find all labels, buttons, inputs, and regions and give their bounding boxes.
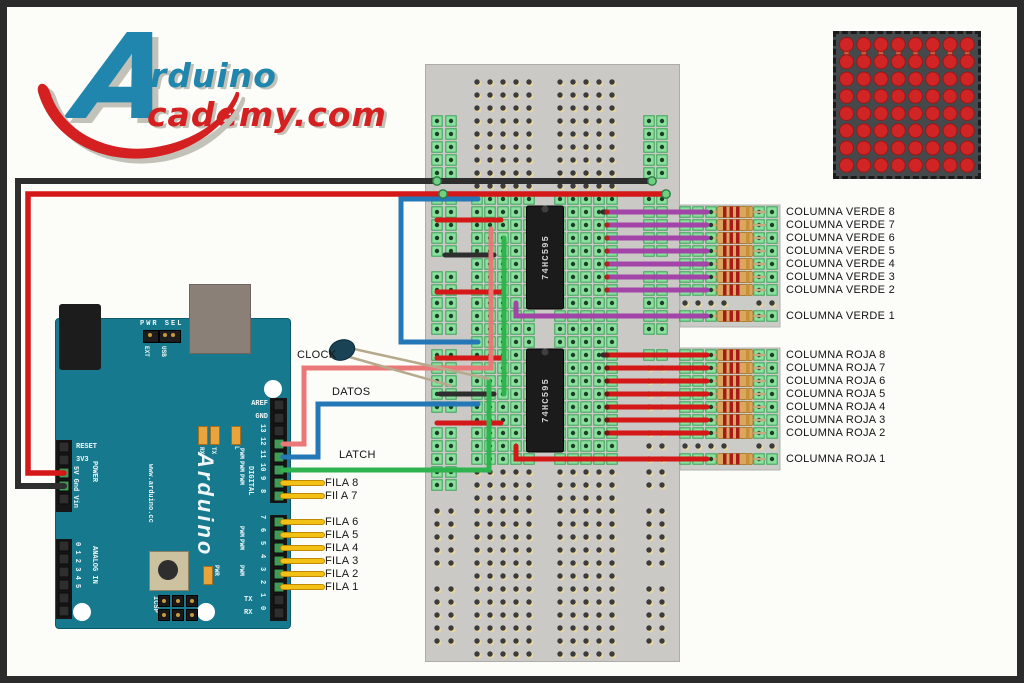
reset-button[interactable] xyxy=(149,551,189,591)
label-columna-roja-2: COLUMNA ROJA 2 xyxy=(786,427,886,439)
pin-label-3v3: 3V3 xyxy=(76,456,89,464)
mounting-hole xyxy=(197,603,215,621)
label-datos: DATOS xyxy=(332,386,371,398)
pwr-sel-jumper-ext[interactable] xyxy=(143,330,159,343)
logo-word-arduino: rduino xyxy=(150,56,277,95)
label-latch: LATCH xyxy=(339,449,376,461)
digital-pin-label-8: 8 xyxy=(258,489,266,494)
pwm-label-10: PWM xyxy=(238,461,245,472)
pin-labels-power: 5V Gnd Vin xyxy=(71,466,79,509)
digital-pin-label-2: 2 xyxy=(258,580,266,585)
label-fila-2: FILA 2 xyxy=(325,568,359,580)
icsp-label: ICSP xyxy=(151,596,159,613)
label-columna-verde-2: COLUMNA VERDE 2 xyxy=(786,284,896,296)
label-fila-4: FILA 4 xyxy=(325,542,359,554)
pwm-label-5: PWM xyxy=(238,539,245,550)
digital-pin-label-1: 1 xyxy=(258,593,266,598)
site-label: www.arduino.cc xyxy=(146,464,154,523)
label-columna-verde-7: COLUMNA VERDE 7 xyxy=(786,219,896,231)
arduino-brand: Arduino xyxy=(193,452,218,558)
pwm-label-9: PWM xyxy=(238,474,245,485)
reset-button-cap xyxy=(158,560,178,580)
digital-pin-label-7: 7 xyxy=(258,515,266,520)
digital-pin-label-5: 5 xyxy=(258,541,266,546)
section-analog-in: ANALOG IN xyxy=(90,546,98,584)
digital-pin-label-12: 12 xyxy=(258,437,266,446)
tx-led xyxy=(210,426,220,445)
section-power: POWER xyxy=(90,461,98,483)
label-clock: CLOCK xyxy=(297,349,337,361)
label-fila-8: FILA 8 xyxy=(325,477,359,489)
digital-pin-label-13: 13 xyxy=(258,424,266,433)
pin-label-rx: RX xyxy=(244,609,253,617)
label-fila-6: FILA 6 xyxy=(325,516,359,528)
label-columna-verde-6: COLUMNA VERDE 6 xyxy=(786,232,896,244)
mounting-hole xyxy=(73,603,91,621)
usb-port xyxy=(189,284,251,354)
breadboard[interactable] xyxy=(425,64,680,662)
label-columna-verde-8: COLUMNA VERDE 8 xyxy=(786,206,896,218)
pwr-led-label: PWR xyxy=(213,565,220,576)
pin-labels-analog: 0 1 2 3 4 5 xyxy=(73,542,81,589)
label-columna-roja-1: COLUMNA ROJA 1 xyxy=(786,453,886,465)
pwr-sel-jumper-usb[interactable] xyxy=(159,330,181,343)
label-fila-7: FIl A 7 xyxy=(325,490,358,502)
section-digital: DIGITAL xyxy=(246,466,254,496)
logo-word-academy: cademy.com xyxy=(147,95,387,134)
digital-pin-label-11: 11 xyxy=(258,450,266,459)
label-columna-verde-5: COLUMNA VERDE 5 xyxy=(786,245,896,257)
pwr-sel-usb-label: USB xyxy=(160,346,167,357)
pwm-label-11: PWM xyxy=(238,448,245,459)
label-fila-5: FILA 5 xyxy=(325,529,359,541)
label-columna-roja-8: COLUMNA ROJA 8 xyxy=(786,349,886,361)
pwr-sel-label: PWR SEL xyxy=(140,320,184,328)
pwm-label-3: PWM xyxy=(238,565,245,576)
led-matrix[interactable] xyxy=(833,31,981,179)
pwr-led xyxy=(203,566,213,585)
pin-label-tx: TX xyxy=(244,596,253,604)
mounting-hole xyxy=(264,380,282,398)
digital-pin-label-3: 3 xyxy=(258,567,266,572)
label-columna-verde-4: COLUMNA VERDE 4 xyxy=(786,258,896,270)
pin-label-aref: AREF xyxy=(251,400,268,408)
digital-pin-label-9: 9 xyxy=(258,476,266,481)
label-columna-verde-1: COLUMNA VERDE 1 xyxy=(786,310,896,322)
rx-led xyxy=(198,426,208,445)
label-columna-roja-3: COLUMNA ROJA 3 xyxy=(786,414,886,426)
digital-pin-label-10: 10 xyxy=(258,463,266,472)
digital-pin-label-4: 4 xyxy=(258,554,266,559)
pin-label-reset: RESET xyxy=(76,443,98,451)
label-columna-verde-3: COLUMNA VERDE 3 xyxy=(786,271,896,283)
pwr-sel-ext-label: EXT xyxy=(143,346,150,357)
label-columna-roja-5: COLUMNA ROJA 5 xyxy=(786,388,886,400)
label-fila-3: FILA 3 xyxy=(325,555,359,567)
pwm-label-6: PWM xyxy=(238,526,245,537)
power-jack xyxy=(59,304,101,370)
l-led xyxy=(231,426,241,445)
label-columna-roja-6: COLUMNA ROJA 6 xyxy=(786,375,886,387)
digital-pin-label-0: 0 xyxy=(258,606,266,611)
label-fila-1: FILA 1 xyxy=(325,581,359,593)
digital-pin-label-6: 6 xyxy=(258,528,266,533)
label-columna-roja-4: COLUMNA ROJA 4 xyxy=(786,401,886,413)
label-columna-roja-7: COLUMNA ROJA 7 xyxy=(786,362,886,374)
pin-label-gnd: GND xyxy=(255,413,268,421)
